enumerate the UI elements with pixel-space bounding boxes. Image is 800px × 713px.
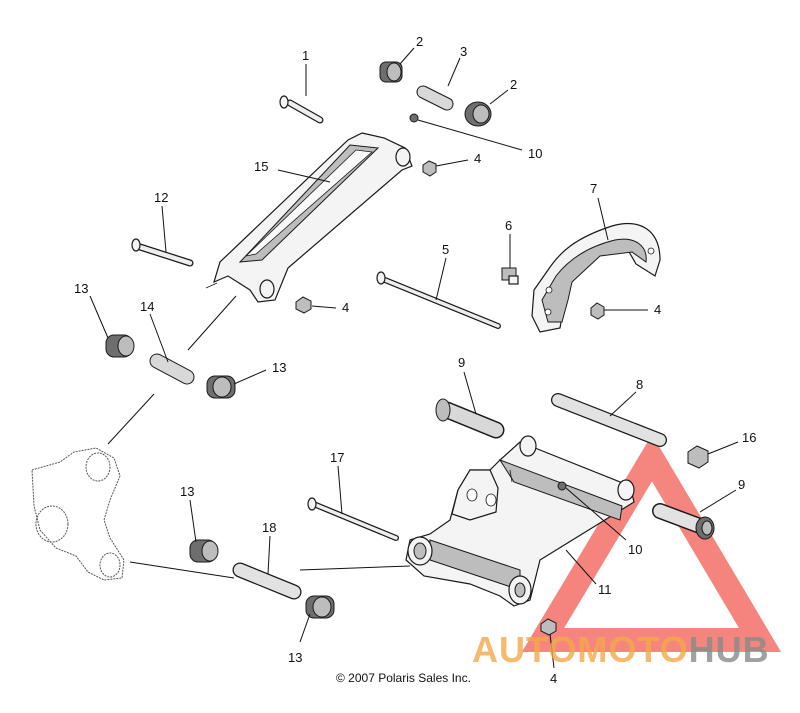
part-18-sleeve <box>232 562 302 600</box>
callout-13: 13 <box>272 360 286 375</box>
copyright-text: © 2007 Polaris Sales Inc. <box>336 671 471 685</box>
callout-10: 10 <box>628 542 642 557</box>
callout-4: 4 <box>654 302 661 317</box>
callout-4: 4 <box>342 300 349 315</box>
part-4-nut-b <box>295 296 312 314</box>
callout-2: 2 <box>510 77 517 92</box>
callout-7: 7 <box>590 181 597 196</box>
part-4-nut-c <box>590 302 605 320</box>
part-12-bolt <box>131 238 194 267</box>
callout-18: 18 <box>262 520 276 535</box>
part-14-sleeve <box>149 353 195 385</box>
callout-1: 1 <box>302 48 309 63</box>
part-8-shaft <box>551 393 667 447</box>
part-6-fitting <box>501 267 519 285</box>
callout-labels: 1 2 3 2 10 4 15 7 12 6 5 13 14 4 4 13 9 … <box>74 34 756 686</box>
watermark-logo: AUTOMOTOHUB <box>472 629 770 670</box>
part-15-trailing-arm <box>205 132 413 303</box>
callout-4: 4 <box>474 151 481 166</box>
callout-5: 5 <box>442 242 449 257</box>
svg-text:AUTOMOTOHUB: AUTOMOTOHUB <box>472 629 770 670</box>
part-1-bolt <box>279 95 324 124</box>
callout-13: 13 <box>180 484 194 499</box>
callout-8: 8 <box>636 377 643 392</box>
part-13-bushing-d <box>305 595 335 619</box>
part-10-grease-fitting-a <box>409 113 419 123</box>
callout-17: 17 <box>330 450 344 465</box>
callout-12: 12 <box>154 190 168 205</box>
callout-16: 16 <box>742 430 756 445</box>
part-4-nut-d <box>540 618 557 636</box>
part-9-pivot-b <box>652 503 715 540</box>
callout-2: 2 <box>416 34 423 49</box>
part-4-nut-a <box>422 160 437 177</box>
watermark-text-automoto: AUTOMOTO <box>472 629 689 670</box>
leader-lines <box>89 47 739 669</box>
part-3-sleeve <box>416 85 454 111</box>
part-5-long-bolt <box>376 271 501 329</box>
part-13-bushing-c <box>189 539 219 563</box>
knuckle-outline <box>31 447 125 581</box>
part-2-bushing-a <box>379 61 403 83</box>
callout-13: 13 <box>288 650 302 665</box>
part-11-swing-arm <box>405 435 635 607</box>
part-7-bracket <box>531 222 661 333</box>
part-13-bushing-b <box>206 375 236 399</box>
callout-3: 3 <box>460 44 467 59</box>
callout-15: 15 <box>254 159 268 174</box>
part-9-pivot-a <box>435 398 505 439</box>
callout-4: 4 <box>550 671 557 686</box>
part-10-grease-fitting-b <box>557 481 567 491</box>
part-2-bushing-b <box>464 101 492 127</box>
callout-11: 11 <box>598 582 612 597</box>
callout-9: 9 <box>738 477 745 492</box>
part-17-bolt <box>307 497 399 541</box>
callout-13: 13 <box>74 281 88 296</box>
part-13-bushing-a <box>105 334 135 358</box>
callout-14: 14 <box>140 299 154 314</box>
part-16-nut <box>687 445 709 469</box>
watermark-text-hub: HUB <box>689 629 770 670</box>
watermark-triangle-icon <box>521 434 782 652</box>
callout-9: 9 <box>458 355 465 370</box>
callout-6: 6 <box>505 218 512 233</box>
callout-10: 10 <box>528 146 542 161</box>
